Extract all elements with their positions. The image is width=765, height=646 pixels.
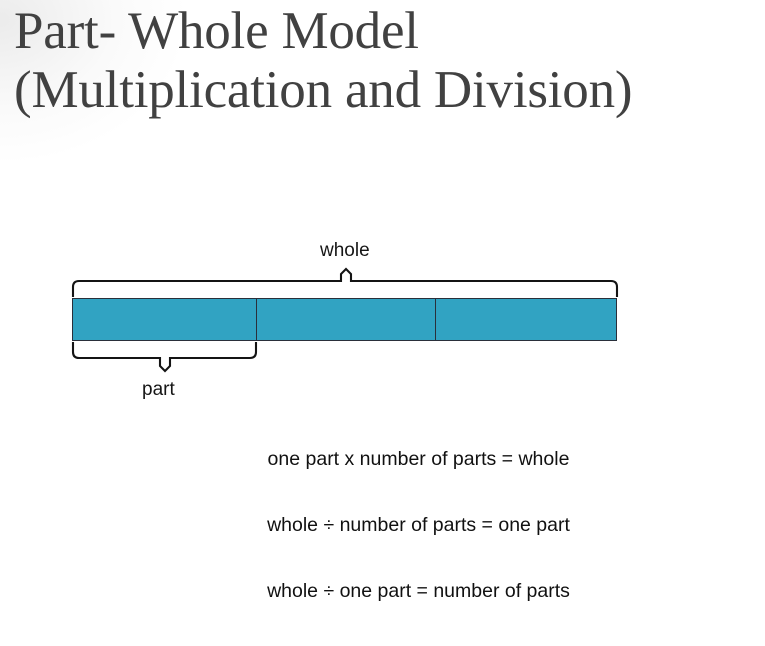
equations-list: one part x number of parts = whole whole… — [0, 448, 765, 646]
bar-segment-divider-2 — [435, 298, 436, 341]
brace-svg-layer — [71, 267, 619, 373]
equation-line-3: whole ÷ one part = number of parts — [267, 580, 570, 602]
equation-line-2: whole ÷ number of parts = one part — [267, 514, 570, 536]
whole-bar — [72, 298, 617, 341]
title-line-2: (Multiplication and Division) — [14, 61, 633, 119]
whole-label: whole — [320, 240, 370, 261]
equation-line-1: one part x number of parts = whole — [267, 448, 570, 470]
title-line-1: Part- Whole Model — [14, 2, 419, 60]
bar-segment-divider-1 — [256, 298, 257, 341]
slide-canvas: Part- Whole Model (Multiplication and Di… — [14, 2, 734, 602]
part-whole-bar-model: whole part — [71, 240, 619, 400]
part-brace — [71, 342, 258, 373]
page-title: Part- Whole Model (Multiplication and Di… — [14, 2, 734, 120]
part-label: part — [142, 379, 175, 400]
whole-brace — [71, 267, 619, 297]
